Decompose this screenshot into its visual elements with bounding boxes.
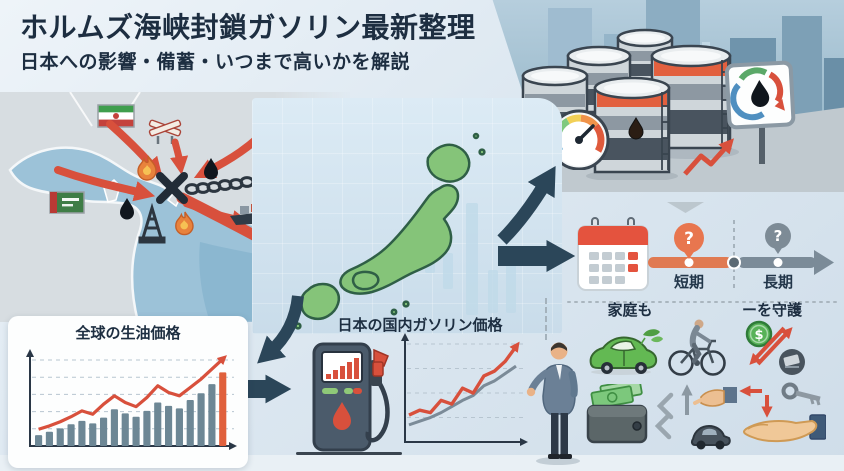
key-hand-icon: [739, 382, 826, 443]
calendar-icon: [577, 217, 649, 291]
pressure-gauge-icon: [548, 109, 610, 170]
timeline-section: ? ? 短期 長期: [567, 202, 839, 303]
pump-indicator: [344, 388, 353, 394]
banknotes: [590, 384, 643, 410]
rising-zigzag-arrow-icon: [683, 138, 735, 176]
green-arc: [738, 67, 768, 81]
fire-icon: [175, 211, 194, 236]
question-balloon-icon: ?: [674, 223, 704, 259]
svg-text:?: ?: [684, 229, 694, 249]
oil-price-sign-icon: [724, 60, 796, 164]
gas-pump-icon: [312, 342, 390, 452]
dark-flow-arrow-up: [497, 165, 556, 245]
short-term-label: 短期: [674, 273, 704, 291]
oil-drop-icon: [751, 80, 770, 107]
oil-drop-icon: [628, 116, 644, 140]
wallet-circle-icon: [779, 349, 805, 375]
svg-text:?: ?: [774, 227, 783, 245]
red-direction-arrows: [739, 385, 773, 418]
global-oil-price-chart: [26, 349, 237, 450]
tank-ladder: [661, 92, 669, 170]
timeline-dot: [773, 258, 783, 267]
red-arc: [768, 71, 784, 103]
dark-flow-arrow-right: [498, 239, 576, 273]
global-oil-chart-title: 全球の生油価格: [75, 324, 181, 342]
protect-header: ーを守護: [741, 301, 802, 319]
pump-indicator-green: [322, 388, 338, 394]
timeline-arrowhead: [814, 250, 834, 275]
japan-gasoline-chart-title: 日本の国内ガソリン価格: [337, 316, 503, 334]
blue-arc: [730, 83, 765, 121]
title-block: ホルムズ海峡封鎖ガソリン最新整理 日本への影響・備蓄・いつまで高いかを解説: [20, 10, 500, 74]
timeline-junction-dot: [727, 255, 741, 270]
key-icon: [781, 382, 821, 406]
pump-screen-bars: [326, 358, 359, 379]
pump-nozzle: [365, 348, 390, 443]
long-term-label: 長期: [763, 273, 793, 291]
pointer-triangle: [667, 202, 704, 213]
cash-wallet-icon: [586, 384, 648, 444]
iran-flag: [97, 104, 135, 128]
fire-icon: [137, 155, 157, 181]
household-header: 家庭も: [607, 301, 653, 319]
section-divider: [545, 298, 547, 340]
dollar-coin-icon: $: [745, 320, 805, 375]
page-subtitle: 日本への影響・備蓄・いつまで高いかを解説: [20, 51, 411, 73]
timeline-dot: [684, 258, 694, 267]
leaf-icon: [640, 329, 663, 345]
giving-hand: [693, 387, 737, 407]
page-title: ホルムズ海峡封鎖ガソリン最新整理: [20, 11, 476, 44]
dark-flow-arrow-down: [257, 295, 304, 364]
rider-person: [689, 319, 711, 364]
oil-derrick-icon: [138, 202, 166, 244]
oil-drop-icon: [120, 198, 134, 220]
saudi-flag: [49, 191, 85, 214]
hand-over-car-icon: [654, 384, 737, 450]
svg-text:$: $: [754, 328, 763, 343]
open-hand-icon: [743, 414, 826, 443]
pump-indicator-red: [353, 388, 362, 394]
presenter-person: [526, 342, 580, 465]
japan-gasoline-price-chart: [401, 333, 528, 446]
fuel-drop-icon: [333, 402, 351, 430]
pump-ground-line: [296, 452, 402, 455]
exchange-arrows-icon: [654, 392, 674, 440]
bicycle-icon: [668, 319, 726, 376]
red-exchange-arrows-icon: [749, 326, 793, 366]
oil-drop-icon: [204, 158, 219, 180]
question-balloon-icon: ?: [765, 223, 791, 254]
green-car-icon: [589, 329, 663, 375]
car-icon: [690, 424, 731, 450]
